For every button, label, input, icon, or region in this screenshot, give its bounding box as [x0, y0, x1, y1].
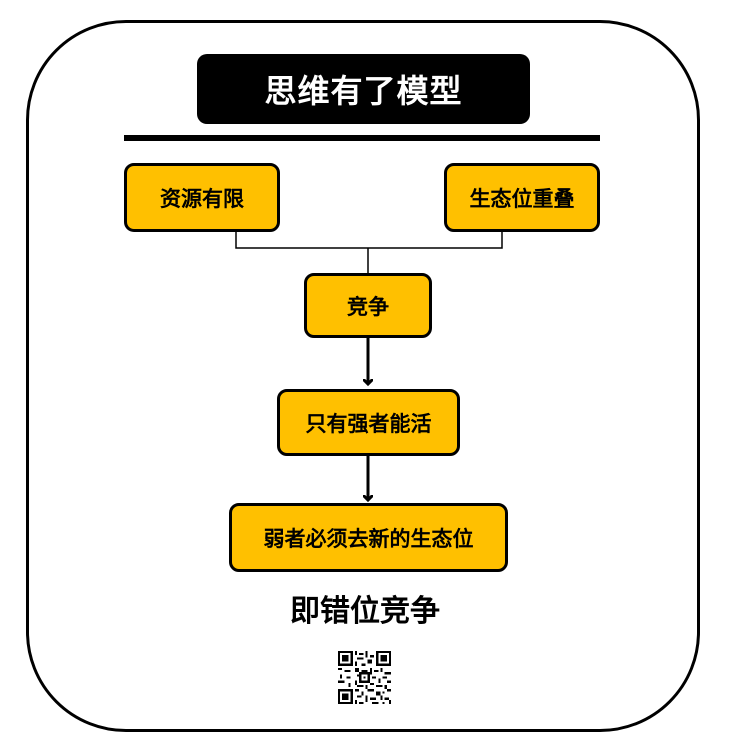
node-competition-label: 竞争: [347, 294, 389, 319]
title-text: 思维有了模型: [264, 72, 463, 110]
node-competition: 竞争: [304, 273, 432, 338]
node-weak-new-niche-label: 弱者必须去新的生态位: [263, 526, 474, 551]
node-weak-new-niche: 弱者必须去新的生态位: [229, 503, 508, 572]
rounded-frame: [26, 20, 700, 732]
node-survival-label: 只有强者能活: [305, 411, 432, 436]
node-resources-limited: 资源有限: [124, 163, 280, 232]
conclusion-text: 即错位竞争: [290, 594, 440, 629]
title-banner: 思维有了模型: [197, 54, 530, 124]
node-resources-limited-label: 资源有限: [160, 186, 244, 211]
node-niche-overlap-label: 生态位重叠: [469, 186, 575, 211]
node-survival: 只有强者能活: [277, 389, 460, 456]
node-niche-overlap: 生态位重叠: [444, 163, 600, 232]
qr-code-icon: [338, 651, 391, 704]
title-divider: [124, 135, 600, 141]
